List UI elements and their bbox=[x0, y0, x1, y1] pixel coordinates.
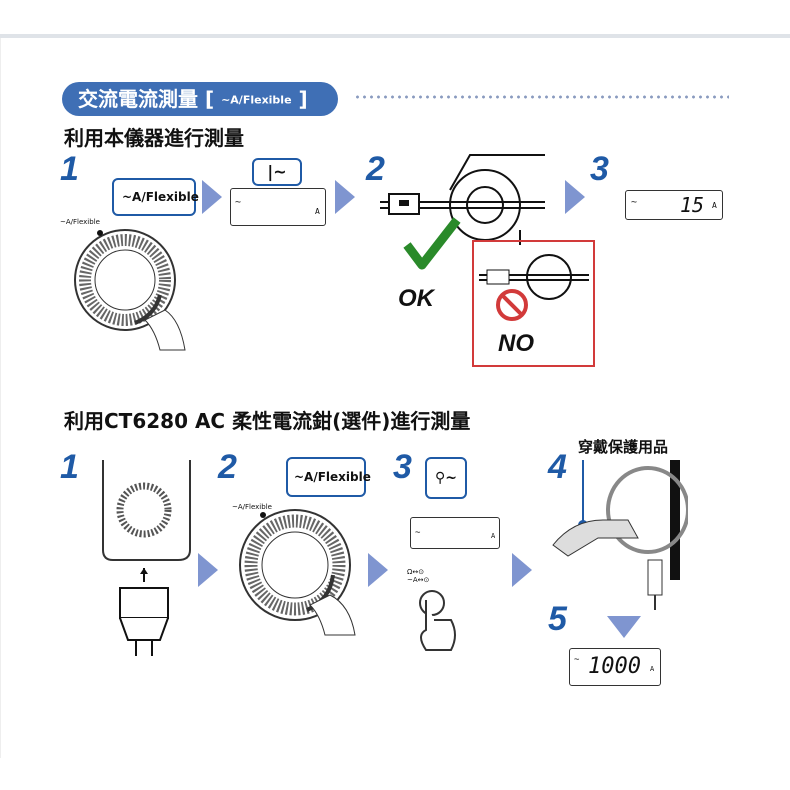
instrument-connector-icon bbox=[102, 460, 191, 656]
part2-heading: 利用CT6280 AC 柔性電流鉗(選件)進行測量 bbox=[64, 409, 471, 433]
wrong-clamp-icon bbox=[479, 254, 589, 300]
protective-gear-note: 穿戴保護用品 bbox=[578, 438, 669, 456]
press-button-hand-icon[interactable] bbox=[412, 585, 462, 655]
next-arrow bbox=[198, 553, 218, 587]
lcd-ac-symbol: ~ bbox=[415, 528, 421, 538]
step-number: 5 bbox=[548, 600, 567, 638]
top-divider bbox=[0, 34, 790, 38]
mode-bubble: ~A/Flexible bbox=[286, 457, 371, 497]
mode-bubble-text: ~A/Flexible bbox=[294, 470, 371, 484]
lcd-unit: A bbox=[650, 665, 655, 673]
section-title-text: 交流電流測量 bbox=[78, 87, 198, 111]
next-arrow bbox=[335, 180, 355, 214]
ok-label: OK bbox=[398, 285, 434, 312]
lcd-ac-symbol: ~ bbox=[235, 197, 242, 208]
ac-bubble: |~ bbox=[252, 158, 302, 186]
dial-label: ~A/Flexible bbox=[60, 218, 100, 226]
button-label: Ω↔⊙ ~A↔⊙ bbox=[407, 568, 430, 584]
step-number: 1 bbox=[60, 448, 79, 486]
clamp-on-wire-icon bbox=[380, 154, 545, 245]
step-number: 2 bbox=[366, 150, 385, 188]
lcd-unit: A bbox=[712, 201, 717, 210]
section-title: 交流電流測量 [ ~A/Flexible ] bbox=[62, 82, 338, 116]
step-number: 3 bbox=[590, 150, 609, 188]
lcd-display: ~ A bbox=[410, 517, 500, 549]
step-number: 3 bbox=[393, 448, 412, 486]
next-arrow bbox=[202, 180, 222, 214]
part1-heading: 利用本儀器進行測量 bbox=[64, 126, 244, 150]
lcd-unit: A bbox=[315, 207, 320, 216]
down-arrow bbox=[607, 616, 641, 638]
bracket-close: ] bbox=[298, 87, 308, 111]
next-arrow bbox=[512, 553, 532, 587]
step-number: 1 bbox=[60, 150, 79, 188]
step-number: 2 bbox=[218, 448, 237, 486]
rotary-dial-icon bbox=[74, 229, 186, 351]
step-number: 4 bbox=[548, 448, 567, 486]
lcd-display: ~ A bbox=[230, 188, 326, 226]
dotted-rule bbox=[354, 95, 729, 99]
mode-bubble-text: ~A/Flexible bbox=[122, 190, 199, 204]
dial-label: ~A/Flexible bbox=[232, 503, 272, 511]
lcd-ac-symbol: ~ bbox=[574, 655, 580, 665]
next-arrow bbox=[565, 180, 585, 214]
mode-bubble: ~A/Flexible bbox=[112, 178, 199, 216]
wrong-example-box: NO bbox=[472, 240, 595, 367]
left-border bbox=[0, 38, 1, 758]
flexible-clamp-hand-icon bbox=[552, 460, 688, 610]
lcd-reading: 15 bbox=[680, 193, 705, 217]
mode-label: ~A/Flexible bbox=[221, 93, 292, 107]
prohibited-icon bbox=[496, 289, 528, 321]
lcd-ac-symbol: ~ bbox=[631, 197, 638, 208]
next-arrow bbox=[368, 553, 388, 587]
lcd-display: ~ 1000 A bbox=[569, 648, 661, 686]
lcd-display: ~ 15 A bbox=[625, 190, 723, 220]
lcd-unit: A bbox=[491, 532, 496, 540]
rotary-dial-icon bbox=[239, 509, 356, 636]
sensor-bubble: ⚲~ bbox=[425, 457, 467, 499]
bracket-open: [ bbox=[204, 87, 215, 111]
checkmark-icon bbox=[403, 217, 461, 270]
ac-bubble-text: |~ bbox=[267, 162, 287, 181]
lcd-reading: 1000 bbox=[588, 654, 641, 679]
no-label: NO bbox=[498, 330, 534, 357]
